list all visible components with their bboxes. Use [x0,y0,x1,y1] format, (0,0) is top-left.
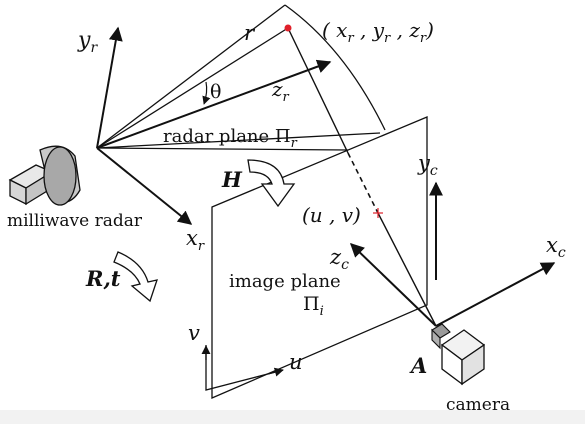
xr-axis-arrow [96,147,193,225]
xr-label: xr [186,226,205,254]
image-plane-pi-label: Πi [303,293,324,319]
point-coords-label: ( xr , yr , zr) [322,18,434,46]
projection-ray-solid-1 [287,27,349,154]
radar-point [284,24,292,32]
A-label: A [409,353,427,378]
Rt-transform-arrow [113,251,158,303]
zc-axis-arrow [349,243,437,327]
yr-axis-arrow [96,26,123,149]
xc-label: xc [546,233,566,261]
xc-axis-arrow [435,262,556,327]
H-transform-arrow [247,159,296,208]
image-plane [211,116,428,399]
projection-diagram: yr r ( xr , yr , zr) θ zr radar plane Πr… [7,4,566,410]
radar-fan [96,4,386,151]
yc-label: yc [417,151,438,179]
projection-ray-solid-2 [377,212,437,327]
u-axis-arrow [267,367,284,377]
Rt-label: R,t [85,266,121,291]
image-plane-label: image plane [229,271,341,292]
uv-label: (u , v) [302,203,361,227]
yr-label: yr [77,28,98,56]
radar-device-icon [8,145,81,206]
r-label: r [244,21,256,45]
theta-arc [202,81,211,105]
radar-plane-label: radar plane Πr [163,126,298,151]
bottom-band [0,410,585,424]
H-label: H [221,167,243,192]
camera-icon [431,323,486,386]
zr-axis-arrow [96,59,332,149]
v-label: v [188,321,200,345]
zr-label: zr [271,77,290,105]
projection-ray-dashed [347,152,379,214]
image-point [373,208,383,218]
camera-label: camera [446,395,510,410]
milliwave-radar-label: milliwave radar [7,211,143,231]
theta-label: θ [210,81,221,103]
u-label: u [289,350,303,374]
zc-label: zc [329,245,349,273]
